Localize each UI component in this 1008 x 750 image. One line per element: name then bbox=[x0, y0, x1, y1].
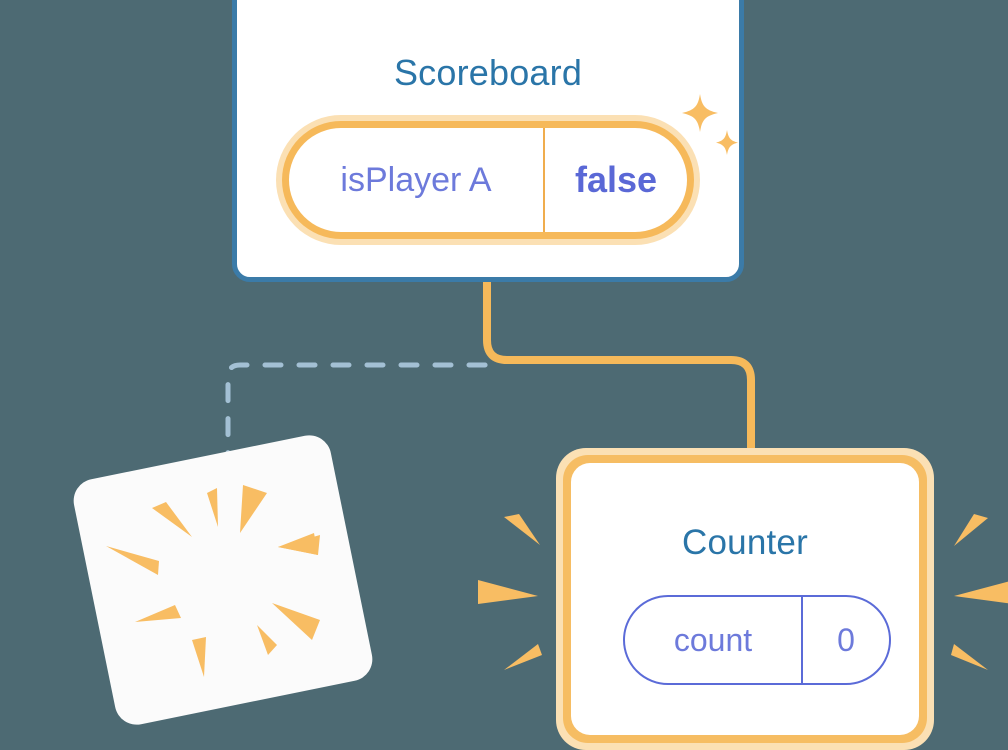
burst-ray-icon bbox=[135, 605, 181, 622]
counter-card[interactable]: Counter count 0 bbox=[556, 448, 934, 750]
counter-title: Counter bbox=[682, 523, 808, 562]
counter-pill-key: count bbox=[673, 621, 753, 658]
counter-pill-divider bbox=[801, 597, 803, 683]
removed-card[interactable] bbox=[69, 431, 377, 729]
counter-card-highlight-ring: Counter count 0 bbox=[563, 455, 927, 743]
burst-ray-icon bbox=[152, 502, 192, 537]
burst-ray-icon bbox=[106, 546, 159, 575]
burst-ray-icon bbox=[278, 535, 320, 555]
scoreboard-pill-key: isPlayer A bbox=[340, 160, 492, 199]
scoreboard-pill-divider bbox=[543, 128, 545, 232]
burst-ray-icon bbox=[240, 485, 267, 533]
removed-card-burst-rays bbox=[106, 485, 320, 677]
scoreboard-pill-body: isPlayer A false bbox=[289, 128, 687, 232]
scoreboard-state-pill[interactable]: isPlayer A false bbox=[276, 115, 700, 245]
burst-ray-icon bbox=[207, 488, 218, 527]
scoreboard-title: Scoreboard bbox=[393, 52, 583, 93]
scoreboard-pill-value: false bbox=[574, 159, 658, 200]
burst-ray-icon bbox=[257, 625, 277, 655]
counter-state-pill[interactable]: count 0 bbox=[623, 595, 891, 685]
burst-ray-icon bbox=[272, 603, 320, 640]
burst-ray-icon bbox=[192, 637, 206, 677]
scoreboard-pill-highlight-ring: isPlayer A false bbox=[282, 121, 694, 239]
counter-card-body: Counter count 0 bbox=[571, 463, 919, 735]
counter-pill-value: 0 bbox=[837, 621, 855, 658]
